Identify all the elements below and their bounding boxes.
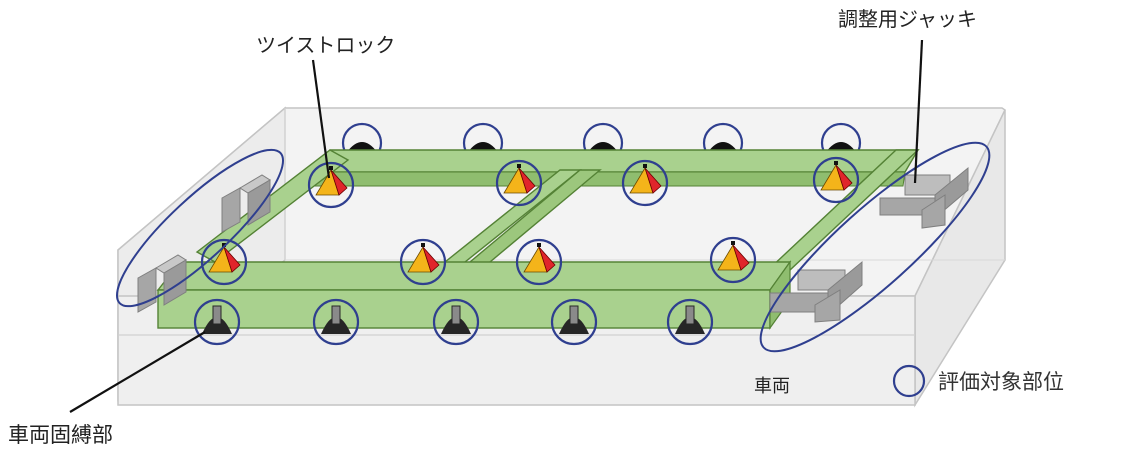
vehicle-label: 車両 (754, 376, 790, 397)
restraint-icon (193, 298, 241, 346)
twist-lock-icon (709, 236, 757, 284)
jack-icon (879, 166, 969, 229)
frame-front-rail-top (156, 261, 792, 291)
twist-locks (200, 156, 860, 286)
restraint-icon (550, 298, 598, 346)
legend: 評価対象部位 (892, 364, 1064, 398)
twist-lock-icon (307, 161, 355, 209)
adjust-jack-label: 調整用ジャッキ (838, 7, 977, 31)
jack-icon (769, 260, 863, 323)
twist-lock-icon (621, 159, 669, 207)
jack-icon (137, 254, 187, 313)
legend-circle-icon (892, 364, 926, 398)
jacks-right (769, 166, 969, 323)
frame-back-rail (315, 149, 920, 173)
restraint-icon (666, 298, 714, 346)
green-frame (156, 149, 920, 330)
restraint-icon (432, 298, 480, 346)
adjust-jack-leader (913, 39, 924, 184)
restraint-icon (312, 298, 360, 346)
twist-lock-icon (495, 159, 543, 207)
twist-lock-label: ツイストロック (256, 33, 395, 57)
twist-lock-icon (399, 238, 447, 286)
restraint-points (193, 298, 714, 346)
vehicle-restraint-label: 車両固縛部 (8, 423, 113, 447)
twist-lock-icon (515, 238, 563, 286)
eval-ellipse-left (115, 148, 285, 308)
twist-lock-icon (200, 238, 248, 286)
eval-ellipse-right (759, 141, 991, 353)
restraint-leader (69, 331, 206, 413)
twist-lock-leader (311, 59, 331, 179)
legend-label: 評価対象部位 (938, 370, 1064, 394)
twist-lock-icon (812, 156, 860, 204)
